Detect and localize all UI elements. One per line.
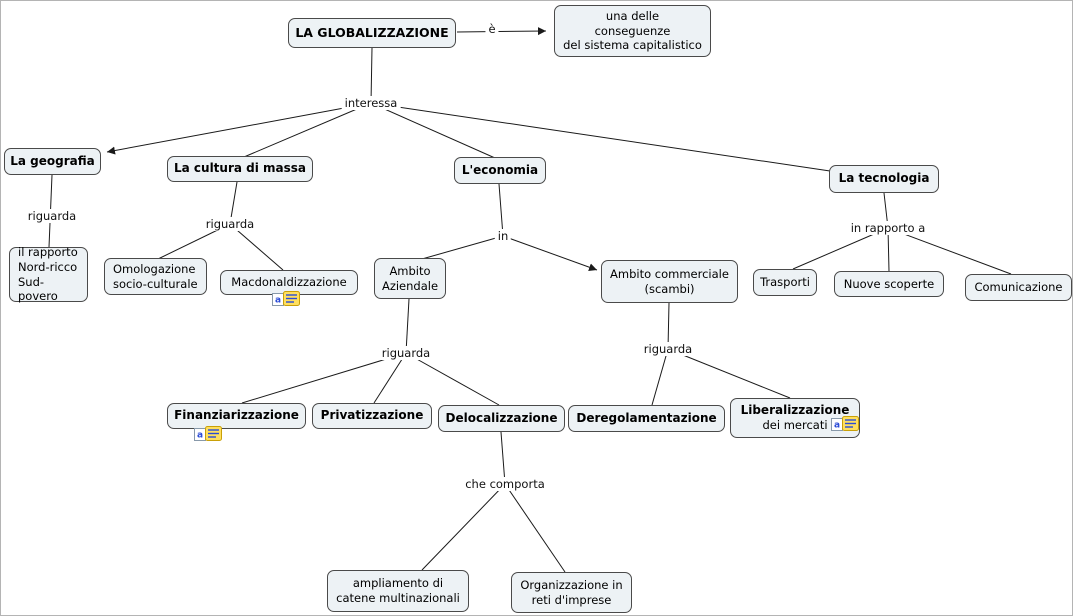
node-finanziarizzazione[interactable]: Finanziarizzazione xyxy=(167,403,306,429)
link-label-riguarda-aziendale[interactable]: riguarda xyxy=(378,346,434,360)
link-label-e[interactable]: è xyxy=(485,22,499,36)
node-ambito-commerciale[interactable]: Ambito commerciale (scambi) xyxy=(601,260,738,303)
node-delocalizzazione[interactable]: Delocalizzazione xyxy=(438,405,565,432)
node-nuove-scoperte[interactable]: Nuove scoperte xyxy=(834,271,944,297)
svg-text:a: a xyxy=(275,296,281,306)
link-label-in-rapporto-a[interactable]: in rapporto a xyxy=(847,221,929,235)
svg-text:a: a xyxy=(197,431,203,441)
node-conseguenza-sistema-capitalistico[interactable]: una delle conseguenze del sistema capita… xyxy=(554,5,711,57)
node-l-economia[interactable]: L'economia xyxy=(454,157,546,184)
node-privatizzazione[interactable]: Privatizzazione xyxy=(312,403,432,429)
node-rapporto-nord-sud[interactable]: il rapporto Nord-ricco Sud-povero xyxy=(9,245,88,303)
node-liberalizzazione-sub: dei mercati xyxy=(762,418,828,433)
link-label-che-comporta[interactable]: che comporta xyxy=(462,477,548,491)
node-ambito-aziendale[interactable]: Ambito Aziendale xyxy=(374,258,446,299)
resource-link-icon-macdonaldizzazione[interactable]: a xyxy=(272,290,300,309)
node-la-globalizzazione[interactable]: LA GLOBALIZZAZIONE xyxy=(288,18,456,48)
node-liberalizzazione-title: Liberalizzazione xyxy=(740,402,850,417)
link-label-interessa[interactable]: interessa xyxy=(341,96,401,110)
node-la-tecnologia[interactable]: La tecnologia xyxy=(829,165,939,193)
link-label-riguarda-geografia[interactable]: riguarda xyxy=(24,209,80,223)
link-label-riguarda-commerciale[interactable]: riguarda xyxy=(640,342,696,356)
node-ampliamento-catene-multinazionali[interactable]: ampliamento di catene multinazionali xyxy=(327,570,469,612)
node-liberalizzazione-dei-mercati[interactable]: Liberalizzazione dei mercati xyxy=(730,398,860,438)
node-omologazione-socio-culturale[interactable]: Omologazione socio-culturale xyxy=(104,258,207,295)
node-la-geografia[interactable]: La geografia xyxy=(4,148,101,175)
svg-text:a: a xyxy=(834,421,840,431)
node-organizzazione-reti-imprese[interactable]: Organizzazione in reti d'imprese xyxy=(511,572,632,613)
link-label-riguarda-cultura[interactable]: riguarda xyxy=(202,217,258,231)
resource-link-icon-liberalizzazione[interactable]: a xyxy=(831,415,859,434)
node-comunicazione[interactable]: Comunicazione xyxy=(965,274,1072,301)
resource-link-icon-finanziarizzazione[interactable]: a xyxy=(194,425,222,444)
node-la-cultura-di-massa[interactable]: La cultura di massa xyxy=(167,156,313,182)
node-trasporti[interactable]: Trasporti xyxy=(753,269,817,296)
link-label-in-economia[interactable]: in xyxy=(494,229,512,243)
node-macdonaldizzazione[interactable]: Macdonaldizzazione xyxy=(220,270,358,295)
node-deregolamentazione[interactable]: Deregolamentazione xyxy=(568,405,725,432)
